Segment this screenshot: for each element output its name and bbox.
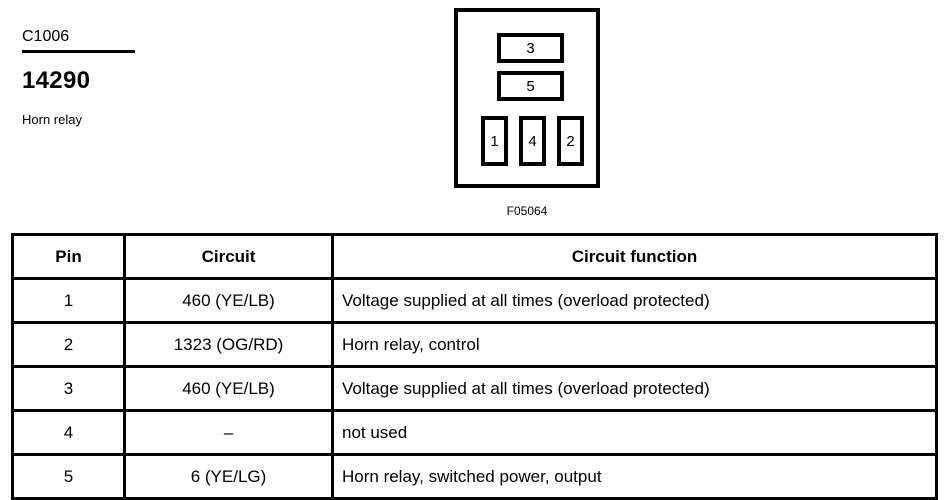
cavity-5: 5: [497, 71, 564, 101]
cell-circuit: 460 (YE/LB): [123, 365, 334, 412]
cell-function: Horn relay, control: [331, 321, 938, 368]
cavity-2: 2: [557, 116, 584, 166]
table-row: 4 – not used: [11, 409, 938, 456]
cavity-4: 4: [519, 116, 546, 166]
cell-function: not used: [331, 409, 938, 456]
diagram-figure-caption: F05064: [506, 204, 548, 218]
connector-face-diagram: 3 5 1 4 2: [454, 8, 600, 188]
table-header-row: Pin Circuit Circuit function: [11, 233, 938, 280]
cell-function: Voltage supplied at all times (overload …: [331, 277, 938, 324]
table-body: 1 460 (YE/LB) Voltage supplied at all ti…: [11, 277, 938, 500]
cavity-3-label: 3: [526, 39, 535, 57]
part-number: 14290: [22, 67, 91, 94]
connector-id-underline: [22, 50, 135, 53]
cell-pin: 2: [11, 321, 126, 368]
cell-function: Voltage supplied at all times (overload …: [331, 365, 938, 412]
cavity-3: 3: [497, 33, 564, 63]
column-header-circuit-function: Circuit function: [331, 233, 938, 280]
component-name: Horn relay: [22, 112, 82, 127]
cell-pin: 3: [11, 365, 126, 412]
table-row: 2 1323 (OG/RD) Horn relay, control: [11, 321, 938, 368]
cell-circuit: 460 (YE/LB): [123, 277, 334, 324]
pinout-table: Pin Circuit Circuit function 1 460 (YE/L…: [11, 233, 938, 500]
cavity-5-label: 5: [526, 77, 535, 95]
cell-pin: 5: [11, 453, 126, 500]
table-row: 1 460 (YE/LB) Voltage supplied at all ti…: [11, 277, 938, 324]
connector-id: C1006: [22, 28, 70, 45]
column-header-pin: Pin: [11, 233, 126, 280]
cell-pin: 4: [11, 409, 126, 456]
cell-circuit: 1323 (OG/RD): [123, 321, 334, 368]
column-header-circuit: Circuit: [123, 233, 334, 280]
table-row: 3 460 (YE/LB) Voltage supplied at all ti…: [11, 365, 938, 412]
cell-circuit: 6 (YE/LG): [123, 453, 334, 500]
table-row: 5 6 (YE/LG) Horn relay, switched power, …: [11, 453, 938, 500]
cell-pin: 1: [11, 277, 126, 324]
table-head: Pin Circuit Circuit function: [11, 233, 938, 280]
cavity-2-label: 2: [566, 132, 575, 150]
connector-header: C1006 14290 Horn relay: [22, 28, 282, 128]
cavity-1-label: 1: [490, 132, 499, 150]
cavity-4-label: 4: [528, 132, 537, 150]
cell-function: Horn relay, switched power, output: [331, 453, 938, 500]
cell-circuit: –: [123, 409, 334, 456]
cavity-1: 1: [481, 116, 508, 166]
